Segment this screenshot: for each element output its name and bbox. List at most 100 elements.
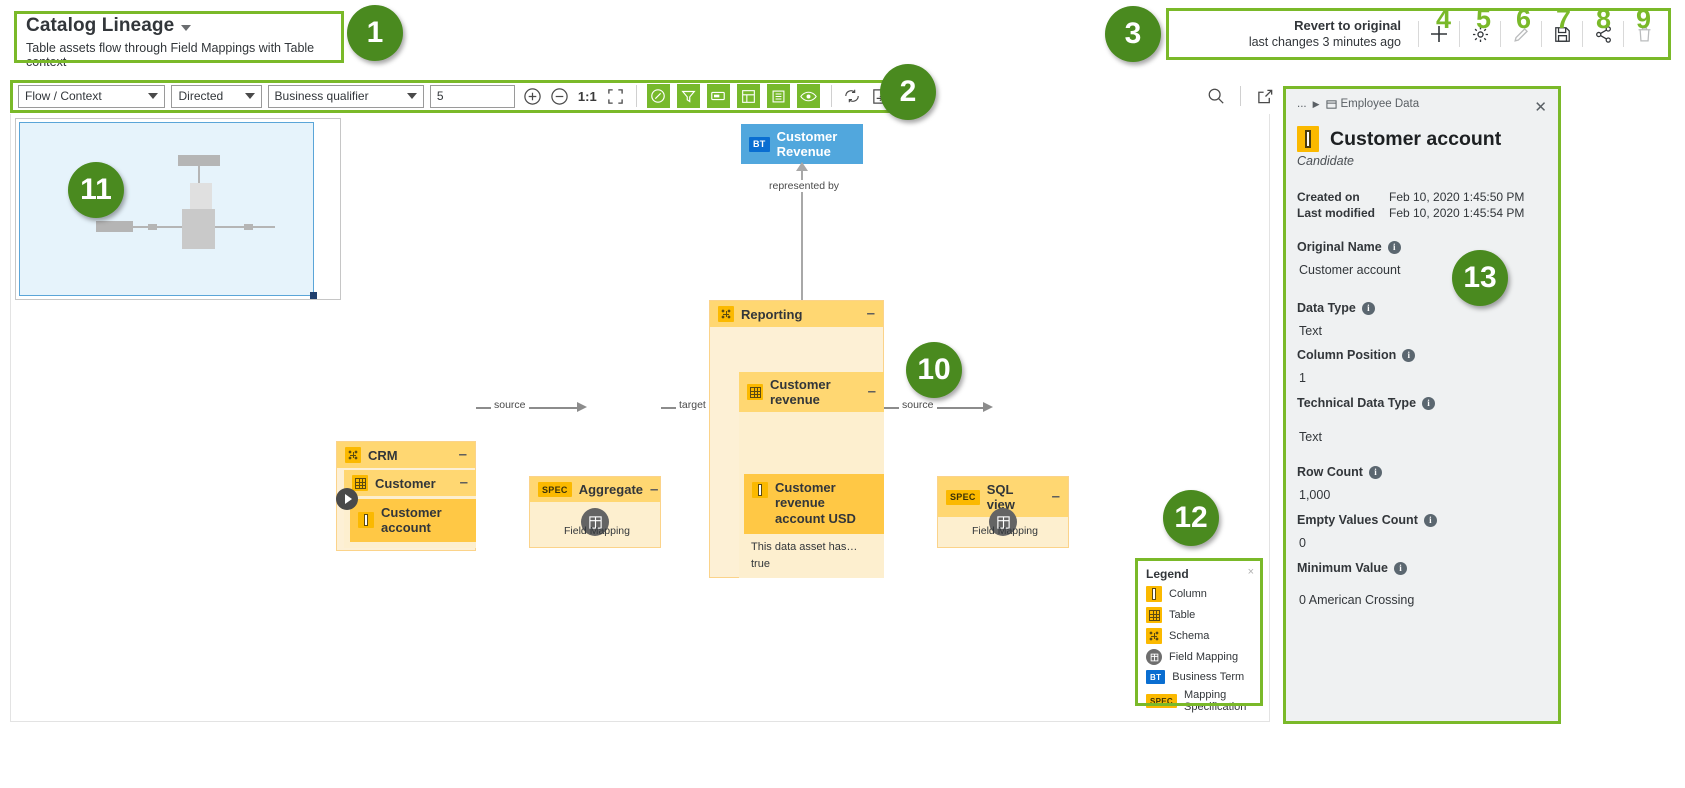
share-icon[interactable] bbox=[1586, 17, 1620, 51]
node-business-term-customer-revenue[interactable]: BT Customer Revenue bbox=[741, 124, 863, 164]
collapse-icon[interactable]: – bbox=[459, 474, 468, 491]
legend-close-icon[interactable]: × bbox=[1247, 566, 1254, 578]
list-icon[interactable] bbox=[766, 84, 790, 108]
edge-label-source-1: source bbox=[491, 399, 529, 411]
minimap[interactable] bbox=[15, 118, 341, 300]
label-icon[interactable] bbox=[706, 84, 730, 108]
info-icon[interactable]: i bbox=[1361, 301, 1375, 315]
table-icon bbox=[747, 384, 763, 400]
field-mapping-icon[interactable] bbox=[989, 508, 1017, 536]
minimap-line bbox=[157, 226, 182, 228]
page-title: Catalog Lineage bbox=[26, 15, 175, 36]
page-title-block: Catalog Lineage Table assets flow throug… bbox=[14, 11, 344, 69]
node-spec-aggregate[interactable]: SPEC Aggregate – bbox=[529, 476, 661, 548]
details-panel[interactable]: ... ▶ Employee Data ✕ Customer account C… bbox=[1283, 86, 1561, 724]
breadcrumb-separator-icon: ▶ bbox=[1312, 98, 1320, 109]
open-in-new-window-icon[interactable] bbox=[1253, 84, 1277, 108]
node-column-customer-account[interactable]: Customer account bbox=[350, 499, 476, 542]
collapse-icon[interactable]: – bbox=[458, 446, 467, 463]
breadcrumb-ellipsis[interactable]: ... bbox=[1297, 98, 1307, 110]
node-header: Customer account bbox=[350, 499, 476, 542]
zoom-in-icon[interactable] bbox=[521, 84, 542, 108]
table-icon bbox=[1146, 607, 1162, 623]
minimap-line bbox=[215, 226, 244, 228]
column-icon bbox=[752, 482, 768, 498]
legend-item-schema: Schema bbox=[1146, 628, 1252, 644]
caret-down-icon[interactable] bbox=[181, 25, 192, 31]
zoom-ratio-label[interactable]: 1:1 bbox=[577, 88, 597, 104]
title-row[interactable]: Catalog Lineage bbox=[26, 15, 334, 37]
created-on-value: Feb 10, 2020 1:45:50 PM bbox=[1389, 190, 1525, 204]
eye-icon[interactable] bbox=[796, 84, 820, 108]
divider bbox=[1541, 21, 1542, 47]
info-icon[interactable]: i bbox=[1422, 396, 1436, 410]
annotation-number-7: 7 bbox=[1556, 4, 1572, 34]
column-icon bbox=[1146, 586, 1162, 602]
description-line-2: true bbox=[751, 558, 770, 571]
field-value: 0 American Crossing bbox=[1299, 593, 1415, 607]
graph-toolbar: Flow / Context Directed Business qualifi… bbox=[10, 80, 890, 112]
add-icon[interactable] bbox=[1422, 17, 1456, 51]
info-icon[interactable]: i bbox=[1423, 513, 1437, 527]
legend-item-column: Column bbox=[1146, 586, 1252, 602]
settings-gear-icon[interactable] bbox=[1463, 17, 1497, 51]
minimap-resize-handle[interactable] bbox=[310, 292, 317, 299]
revert-title[interactable]: Revert to original bbox=[1294, 17, 1401, 33]
minimap-viewport[interactable] bbox=[19, 122, 317, 299]
layout-icon[interactable] bbox=[736, 84, 760, 108]
breadcrumb-item[interactable]: Employee Data bbox=[1325, 98, 1419, 110]
collapse-icon[interactable]: – bbox=[1051, 488, 1060, 505]
last-modified-label: Last modified bbox=[1297, 206, 1376, 220]
legend-item-table: Table bbox=[1146, 607, 1252, 623]
mapping-specification-icon: SPEC bbox=[1146, 694, 1177, 709]
close-icon[interactable]: ✕ bbox=[1534, 99, 1547, 116]
chevron-down-icon bbox=[406, 93, 417, 99]
last-modified-value: Feb 10, 2020 1:45:54 PM bbox=[1389, 206, 1525, 220]
field-mapping-icon bbox=[1146, 649, 1162, 665]
minimap-shape bbox=[178, 155, 220, 166]
collapse-icon[interactable]: – bbox=[650, 480, 659, 498]
canvas-tools bbox=[1204, 84, 1277, 108]
divider bbox=[1240, 86, 1241, 106]
details-meta: Created on Feb 10, 2020 1:45:50 PM Last … bbox=[1297, 190, 1546, 220]
node-header: Customer revenue account USD bbox=[744, 474, 884, 532]
node-column-description: This data asset has… true bbox=[744, 534, 884, 578]
info-icon[interactable]: i bbox=[1368, 465, 1382, 479]
compass-icon[interactable] bbox=[646, 84, 670, 108]
node-column-customer-revenue-account-usd[interactable]: Customer revenue account USD bbox=[744, 474, 884, 534]
flow-context-select[interactable]: Flow / Context bbox=[18, 84, 166, 108]
delete-trash-icon[interactable] bbox=[1627, 17, 1661, 51]
field-value: Customer account bbox=[1299, 263, 1401, 277]
filter-icon[interactable] bbox=[676, 84, 700, 108]
info-icon[interactable]: i bbox=[1394, 561, 1407, 575]
expand-play-button[interactable] bbox=[336, 488, 358, 510]
direction-select[interactable]: Directed bbox=[171, 84, 262, 108]
node-label: Customer bbox=[375, 475, 436, 491]
lineage-canvas[interactable]: 11 BT Customer Revenue represented by CR… bbox=[10, 114, 1270, 722]
collapse-icon[interactable]: – bbox=[867, 383, 876, 400]
fit-to-screen-icon[interactable] bbox=[605, 84, 626, 108]
info-icon[interactable]: i bbox=[1402, 348, 1416, 362]
depth-input[interactable]: 5 bbox=[429, 84, 516, 108]
legend-title: Legend bbox=[1146, 567, 1189, 581]
save-floppy-icon[interactable] bbox=[1545, 17, 1579, 51]
breadcrumb[interactable]: ... ▶ Employee Data bbox=[1297, 98, 1546, 110]
legend-panel[interactable]: Legend × Column Table Schema Field Mappi… bbox=[1135, 558, 1263, 713]
field-mapping-icon[interactable] bbox=[581, 508, 609, 536]
refresh-icon[interactable] bbox=[842, 84, 863, 108]
edit-pencil-icon[interactable] bbox=[1504, 17, 1538, 51]
info-icon[interactable]: i bbox=[1387, 240, 1401, 254]
legend-item-mapping-specification: SPEC Mapping Specification bbox=[1146, 689, 1252, 714]
node-header: SPEC Aggregate – bbox=[530, 477, 660, 502]
collapse-icon[interactable]: – bbox=[866, 305, 875, 322]
node-label: Customer account bbox=[381, 505, 442, 536]
qualifier-select[interactable]: Business qualifier bbox=[267, 84, 424, 108]
search-icon[interactable] bbox=[1204, 84, 1228, 108]
zoom-out-icon[interactable] bbox=[549, 84, 570, 108]
